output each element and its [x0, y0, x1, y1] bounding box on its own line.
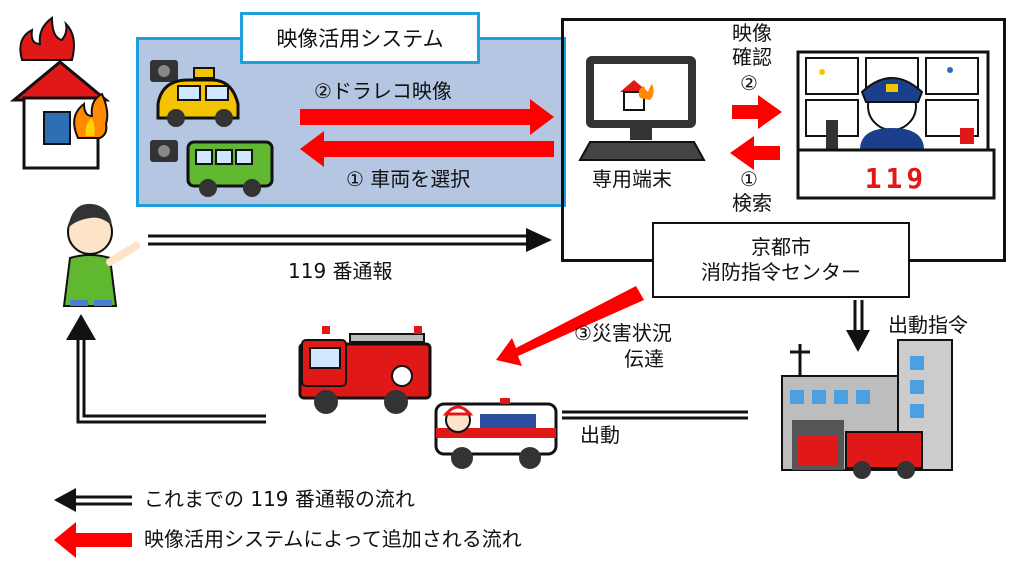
- command-center-icon: [796, 50, 996, 200]
- burning-house-icon: [9, 16, 111, 170]
- terminal-icon: [578, 56, 706, 161]
- red-arrow-disaster-info: [496, 286, 644, 366]
- video-confirm-label-2: 確認: [732, 45, 772, 69]
- double-arrow-dispatch-order: [853, 300, 864, 330]
- double-arrow-back-to-caller: [76, 338, 266, 424]
- video-confirm-label-1: 映像: [732, 21, 772, 45]
- dashcam-video-label: ②ドラレコ映像: [314, 79, 452, 103]
- taxi-icon: [156, 67, 240, 127]
- command-center-line1: 京都市: [751, 235, 811, 259]
- red-arrow-search: [730, 136, 780, 170]
- bus-icon: [186, 140, 274, 197]
- legend-black-label: これまでの 119 番通報の流れ: [144, 487, 415, 511]
- fire-station-icon: [781, 339, 953, 479]
- ambulance-icon: [434, 398, 558, 469]
- legend-red-label: 映像活用システムによって追加される流れ: [144, 527, 522, 551]
- command-center-line2: 消防指令センター: [701, 260, 861, 284]
- search-label: 検索: [732, 191, 772, 215]
- disaster-info-label-2: 伝達: [624, 347, 664, 371]
- select-vehicle-label: ① 車両を選択: [346, 167, 471, 191]
- fire-truck-icon: [298, 326, 432, 414]
- red-arrow-video-confirm: [732, 95, 782, 129]
- dashcam-icon: [150, 60, 178, 162]
- legend-red-arrow: [54, 522, 132, 558]
- dispatch-label: 出動: [580, 423, 620, 447]
- system-title: 映像活用システム: [240, 12, 480, 64]
- panel-119-number: 119: [864, 162, 928, 195]
- search-number: ①: [740, 167, 758, 191]
- command-center-label: 京都市 消防指令センター: [652, 222, 910, 298]
- report-119-label: 119 番通報: [288, 259, 393, 283]
- dispatch-order-label: 出動指令: [888, 313, 968, 337]
- legend-black-arrow: [54, 488, 132, 512]
- terminal-label: 専用端末: [592, 167, 672, 191]
- double-arrow-dispatch: [562, 410, 748, 420]
- video-confirm-number: ②: [740, 71, 758, 95]
- disaster-info-label-1: ③災害状況: [574, 321, 672, 345]
- double-arrow-119-report: [148, 234, 530, 246]
- caller-person-icon: [62, 203, 140, 307]
- red-arrow-select-vehicle: [300, 131, 554, 167]
- red-arrow-dashcam-video: [300, 99, 554, 135]
